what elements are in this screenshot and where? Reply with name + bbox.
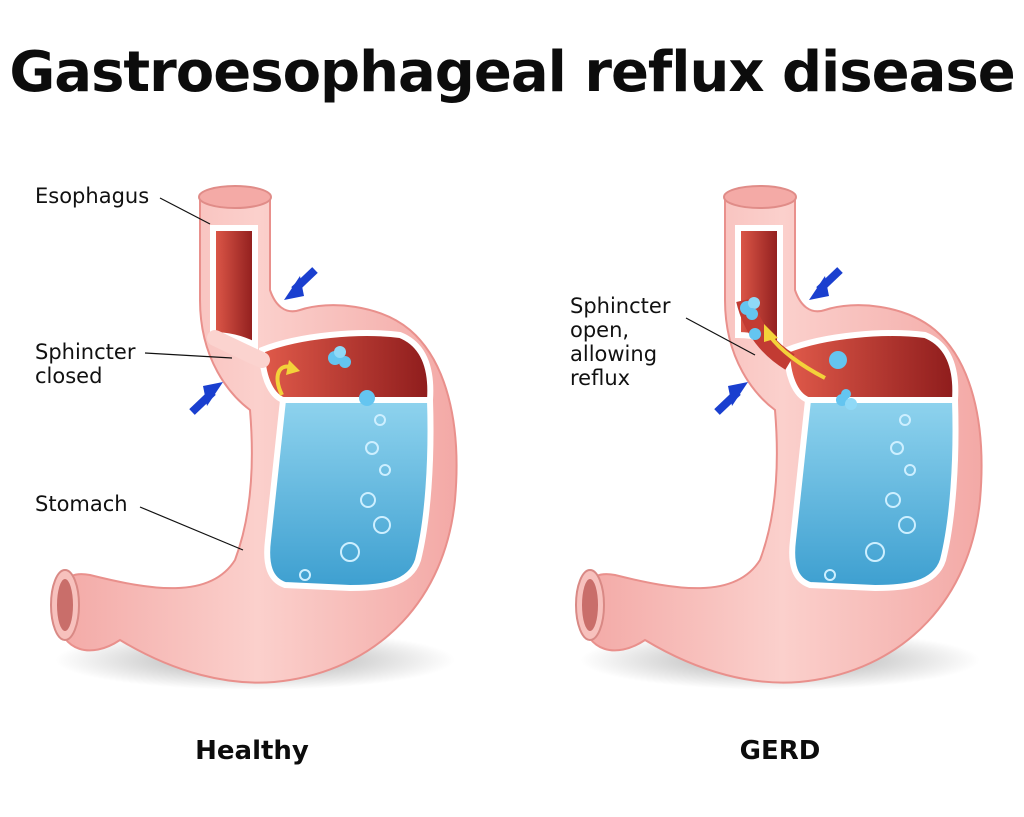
stomach-healthy xyxy=(51,186,457,690)
blue-arrow-icon xyxy=(189,382,223,415)
label-sphincter-line2: closed xyxy=(35,364,103,388)
caption-healthy: Healthy xyxy=(195,736,309,766)
label-sphincter-open-line4: reflux xyxy=(570,366,631,390)
label-esophagus: Esophagus xyxy=(35,184,150,208)
blue-arrow-icon xyxy=(284,267,318,300)
yellow-arrow-head xyxy=(764,324,778,342)
label-sphincter-open: Sphincter open, allowing reflux xyxy=(570,294,670,390)
bubble-icon xyxy=(328,346,375,406)
label-sphincter-open-line3: allowing xyxy=(570,342,658,366)
blue-arrow-icon xyxy=(809,267,843,300)
label-stomach: Stomach xyxy=(35,492,128,516)
leader-esophagus xyxy=(159,197,211,225)
yellow-arrow-head xyxy=(286,360,300,375)
label-sphincter-open-line2: open, xyxy=(570,318,630,342)
label-sphincter-line1: Sphincter xyxy=(35,340,136,364)
label-sphincter-closed: Sphincter closed xyxy=(35,340,135,388)
page-title: Gastroesophageal reflux disease xyxy=(9,40,1015,105)
stomach-gerd xyxy=(576,186,982,690)
leader-sphincter-open xyxy=(685,317,756,356)
caption-gerd: GERD xyxy=(739,736,821,766)
label-sphincter-open-line1: Sphincter xyxy=(570,294,671,318)
leader-sphincter xyxy=(144,352,233,359)
leader-stomach xyxy=(139,506,244,551)
yellow-arrow-icon xyxy=(768,334,826,380)
bubble-icon xyxy=(740,297,857,410)
blue-arrow-icon xyxy=(714,382,748,415)
